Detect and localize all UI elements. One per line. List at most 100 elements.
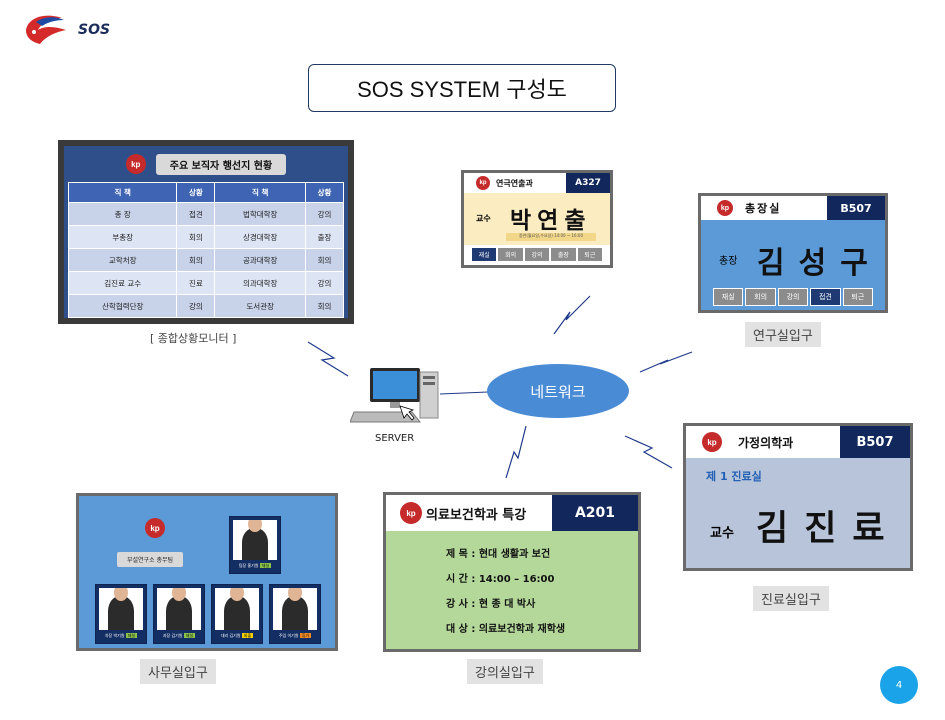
sign-note: 중연(월요일,수요일) 14:00 ~ 16:00	[506, 233, 596, 241]
kp-logo-icon: kp	[125, 154, 146, 174]
table-cell: 총 장	[67, 202, 178, 226]
sign-name: 김성구	[757, 246, 882, 281]
status-button: 퇴근	[842, 288, 874, 306]
person-photo-icon	[241, 520, 269, 560]
status-button: 회의	[745, 288, 776, 306]
table-cell: 출장	[305, 225, 344, 249]
server-label: SERVER	[375, 433, 415, 444]
sign-role: 교수	[710, 526, 734, 541]
staff-name: 과장 김기원	[162, 633, 183, 638]
sign-role: 총장	[719, 256, 738, 267]
link-server-network	[439, 391, 489, 395]
staff-photo: 주임 이기원 휴가	[269, 584, 321, 644]
staff-status: 휴가	[299, 633, 312, 638]
lecture-line: 제 목 : 현대 생활과 보건	[446, 549, 551, 560]
staff-status: 재실	[183, 633, 196, 638]
table-cell: 의과대학장	[214, 271, 307, 295]
link-monitor	[307, 341, 349, 377]
table-cell: 산학협력단장	[67, 294, 178, 318]
link-theater	[553, 295, 591, 335]
table-header: 직 책	[214, 182, 307, 203]
table-cell: 강의	[305, 271, 344, 295]
sign-name: 김진료	[756, 509, 901, 549]
table-row: 산학협력단장 강의 도서관장 회의	[67, 294, 344, 318]
kp-logo-icon: kp	[145, 518, 165, 538]
kp-logo-icon: kp	[400, 502, 422, 524]
status-button: 재실	[472, 248, 497, 261]
sos-logo-icon	[26, 15, 66, 44]
link-clinic	[624, 435, 673, 469]
sign-subtitle: 제 1 진료실	[706, 470, 762, 483]
sign-name: 박연출	[510, 208, 592, 234]
table-cell: 도서관장	[214, 294, 307, 318]
sign-room: A327	[566, 173, 610, 193]
table-cell: 김진료 교수	[67, 271, 178, 295]
door-sign-clinic: kp 가정의학과 B507 제 1 진료실 교수 김진료	[683, 423, 913, 571]
monitor-table: 직 책 상황 직 책 상황 총 장 접견 법학대학장 강의 부총장 회의 상경대…	[67, 182, 344, 318]
table-cell: 상경대학장	[214, 225, 307, 249]
monitor-title: 주요 보직자 행선지 현황	[155, 153, 287, 175]
logo-text: SOS	[78, 22, 111, 38]
staff-photo: 차장 박기원 재실	[95, 584, 147, 644]
status-button: 퇴근	[577, 248, 603, 261]
status-buttons: 재실 회의 강의 접견 퇴근	[701, 288, 885, 306]
staff-name: 주임 이기원	[278, 633, 299, 638]
sign-role: 교수	[476, 214, 491, 223]
person-photo-icon	[107, 588, 135, 630]
server-computer-icon	[350, 368, 439, 423]
network-node: 네트워크	[487, 364, 629, 418]
staff-status: 외출	[241, 633, 254, 638]
table-row: 부총장 회의 상경대학장 출장	[67, 225, 344, 249]
link-lecture	[505, 425, 527, 479]
status-button: 접견	[810, 288, 841, 306]
status-buttons: 재실 회의 강의 출장 퇴근	[464, 245, 610, 264]
lecture-line: 강 사 : 현 종 대 박사	[446, 599, 536, 610]
caption-lecture: 강의실입구	[467, 659, 543, 684]
sign-dept: 연극연출과	[496, 178, 533, 188]
table-cell: 진료	[176, 271, 216, 295]
sign-dept: 총장실	[745, 202, 782, 215]
table-cell: 회의	[176, 248, 216, 272]
door-sign-theater: kp 연극연출과 A327 교수 박연출 중연(월요일,수요일) 14:00 ~…	[461, 170, 613, 268]
kp-logo-icon: kp	[717, 200, 733, 216]
link-president	[639, 351, 693, 373]
person-photo-icon	[281, 588, 309, 630]
status-button: 재실	[713, 288, 744, 306]
page-number: 4	[880, 666, 918, 704]
sign-room: A201	[552, 495, 638, 531]
status-monitor: kp 주요 보직자 행선지 현황 직 책 상황 직 책 상황 총 장 접견 법학…	[58, 140, 354, 324]
kp-logo-icon: kp	[702, 432, 722, 452]
lecture-line: 시 간 : 14:00 – 16:00	[446, 574, 555, 585]
caption-lab: 연구실입구	[745, 322, 821, 347]
sign-room: B507	[840, 426, 910, 458]
page-title: SOS SYSTEM 구성도	[308, 64, 616, 112]
person-photo-icon	[223, 588, 251, 630]
staff-status: 재실	[125, 633, 138, 638]
table-cell: 공과대학장	[214, 248, 307, 272]
staff-status: 재실	[259, 563, 272, 568]
table-cell: 부총장	[67, 225, 178, 249]
table-header: 직 책	[67, 182, 178, 203]
staff-photo: 대리 김기원 외출	[211, 584, 263, 644]
table-cell: 강의	[305, 202, 344, 226]
staff-photo: 과장 김기원 재실	[153, 584, 205, 644]
sign-dept: 가정의학과	[738, 435, 794, 450]
staff-photo-head: 팀장 홍기원 재실	[229, 516, 281, 574]
staff-name: 차장 박기원	[104, 633, 125, 638]
table-row: 교학처장 회의 공과대학장 회의	[67, 248, 344, 272]
person-photo-icon	[165, 588, 193, 630]
table-cell: 접견	[176, 202, 216, 226]
caption-clinic: 진료실입구	[753, 586, 829, 611]
table-cell: 교학처장	[67, 248, 178, 272]
table-header: 상황	[176, 182, 216, 203]
staff-name: 팀장 홍기원	[238, 563, 259, 568]
table-row: 총 장 접견 법학대학장 강의	[67, 202, 344, 226]
lecture-line: 대 상 : 의료보건학과 재학생	[446, 624, 566, 635]
status-button: 강의	[777, 288, 809, 306]
status-button: 회의	[498, 248, 523, 261]
table-header: 상황	[305, 182, 344, 203]
table-cell: 강의	[176, 294, 216, 318]
office-team: 부설연구소 총무팀	[117, 552, 184, 567]
table-cell: 법학대학장	[214, 202, 307, 226]
